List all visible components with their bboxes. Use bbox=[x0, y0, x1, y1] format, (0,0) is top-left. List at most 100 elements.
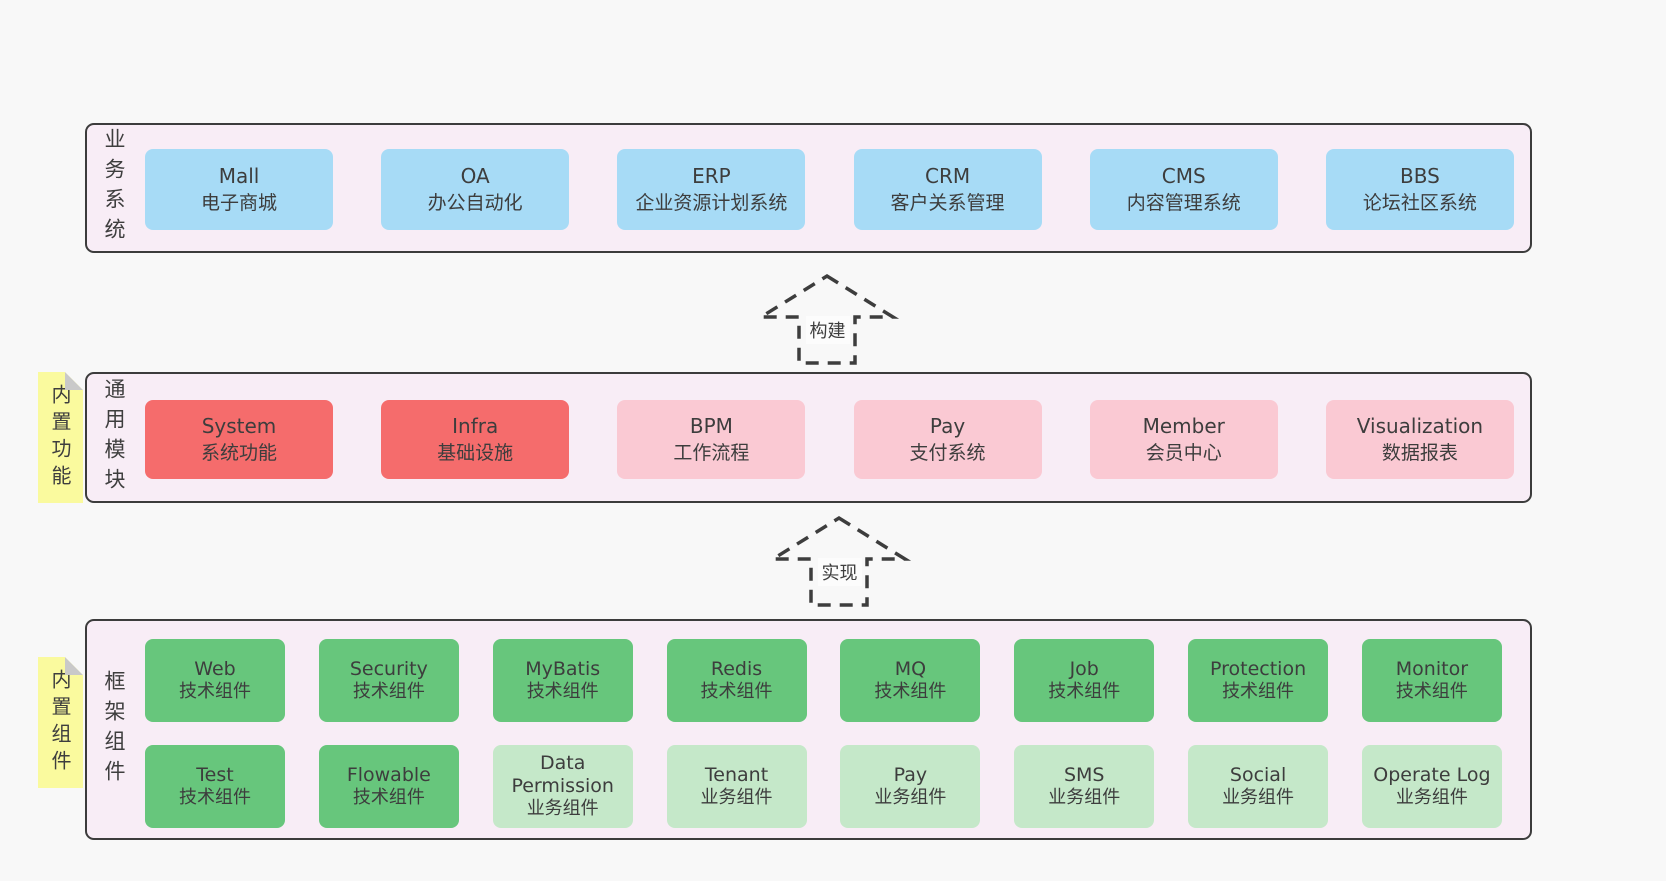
box-pay-module-title: Pay bbox=[929, 414, 966, 439]
box-test: Test 技术组件 bbox=[145, 745, 285, 828]
sticky-fold-icon bbox=[65, 372, 83, 390]
layer-common-modules-label: 通用模块 bbox=[102, 377, 126, 498]
box-cms-title: CMS bbox=[1161, 164, 1206, 189]
box-social: Social 业务组件 bbox=[1188, 745, 1329, 828]
box-job: Job 技术组件 bbox=[1014, 639, 1155, 722]
box-bbs-subtitle: 论坛社区系统 bbox=[1362, 192, 1477, 215]
box-mq: MQ 技术组件 bbox=[840, 639, 981, 722]
box-bpm-title: BPM bbox=[689, 414, 733, 439]
implement-arrow-label: 实现 bbox=[817, 558, 862, 586]
box-monitor-title: Monitor bbox=[1395, 657, 1469, 680]
box-bpm: BPM 工作流程 bbox=[617, 400, 806, 479]
box-visualization-subtitle: 数据报表 bbox=[1381, 442, 1458, 465]
box-mybatis: MyBatis 技术组件 bbox=[492, 639, 633, 722]
box-mq-title: MQ bbox=[894, 657, 927, 680]
box-security: Security 技术组件 bbox=[318, 639, 459, 722]
box-erp-title: ERP bbox=[692, 164, 731, 189]
sticky-builtin-features: 内置功能 bbox=[38, 372, 83, 503]
box-redis: Redis 技术组件 bbox=[666, 639, 807, 722]
box-pay-component-title: Pay bbox=[893, 763, 928, 786]
box-operate-log-subtitle: 业务组件 bbox=[1395, 786, 1468, 808]
box-mybatis-title: MyBatis bbox=[525, 657, 601, 680]
box-monitor: Monitor 技术组件 bbox=[1361, 639, 1502, 722]
box-pay-component-subtitle: 业务组件 bbox=[874, 786, 947, 808]
box-pay-module: Pay 支付系统 bbox=[853, 400, 1042, 479]
box-redis-subtitle: 技术组件 bbox=[700, 680, 773, 702]
box-mybatis-subtitle: 技术组件 bbox=[526, 680, 599, 702]
box-system: System 系统功能 bbox=[145, 400, 333, 479]
box-sms-title: SMS bbox=[1063, 763, 1105, 786]
box-erp: ERP 企业资源计划系统 bbox=[617, 149, 806, 230]
box-visualization-title: Visualization bbox=[1356, 414, 1484, 439]
business-systems-row: Mall 电子商城 OA 办公自动化 ERP 企业资源计划系统 CRM 客户关系… bbox=[145, 149, 1514, 230]
box-pay-module-subtitle: 支付系统 bbox=[909, 442, 986, 465]
box-redis-title: Redis bbox=[710, 657, 763, 680]
box-system-subtitle: 系统功能 bbox=[200, 442, 277, 465]
box-test-title: Test bbox=[196, 763, 234, 786]
box-job-title: Job bbox=[1069, 657, 1099, 680]
box-protection: Protection 技术组件 bbox=[1188, 639, 1329, 722]
box-tenant-title: Tenant bbox=[704, 763, 769, 786]
box-monitor-subtitle: 技术组件 bbox=[1395, 680, 1468, 702]
box-sms: SMS 业务组件 bbox=[1014, 745, 1155, 828]
box-flowable-subtitle: 技术组件 bbox=[352, 786, 425, 808]
box-social-title: Social bbox=[1229, 763, 1287, 786]
box-member-title: Member bbox=[1142, 414, 1225, 439]
layer-business-systems: 业务系统 Mall 电子商城 OA 办公自动化 ERP 企业资源计划系统 CRM… bbox=[85, 123, 1532, 253]
box-protection-subtitle: 技术组件 bbox=[1222, 680, 1295, 702]
box-protection-title: Protection bbox=[1210, 657, 1307, 680]
framework-row-2: Test 技术组件 Flowable 技术组件 Data Permission … bbox=[145, 745, 1502, 828]
box-member: Member 会员中心 bbox=[1089, 400, 1278, 479]
layer-common-modules: 通用模块 System 系统功能 Infra 基础设施 BPM 工作流程 Pay… bbox=[85, 372, 1532, 503]
box-data-permission: Data Permission 业务组件 bbox=[492, 745, 633, 828]
box-erp-subtitle: 企业资源计划系统 bbox=[635, 192, 788, 215]
layer-business-systems-label: 业务系统 bbox=[102, 128, 126, 248]
box-web: Web 技术组件 bbox=[145, 639, 285, 722]
layer-framework-components-label: 框架组件 bbox=[102, 669, 126, 790]
box-crm: CRM 客户关系管理 bbox=[853, 149, 1042, 230]
box-member-subtitle: 会员中心 bbox=[1145, 442, 1222, 465]
implement-arrow: 实现 bbox=[742, 514, 937, 609]
box-web-title: Web bbox=[194, 657, 236, 680]
box-bbs: BBS 论坛社区系统 bbox=[1325, 149, 1514, 230]
box-security-title: Security bbox=[349, 657, 428, 680]
box-infra-title: Infra bbox=[452, 414, 499, 439]
box-crm-subtitle: 客户关系管理 bbox=[890, 192, 1005, 215]
box-visualization: Visualization 数据报表 bbox=[1325, 400, 1514, 479]
box-flowable-title: Flowable bbox=[346, 763, 431, 786]
box-data-permission-subtitle: 业务组件 bbox=[526, 798, 599, 820]
box-tenant: Tenant 业务组件 bbox=[666, 745, 807, 828]
box-infra: Infra 基础设施 bbox=[381, 400, 570, 479]
box-system-title: System bbox=[201, 414, 277, 439]
framework-row-1: Web 技术组件 Security 技术组件 MyBatis 技术组件 Redi… bbox=[145, 639, 1502, 722]
box-flowable: Flowable 技术组件 bbox=[318, 745, 459, 828]
box-mall-title: Mall bbox=[218, 164, 260, 189]
sticky-builtin-features-label: 内置功能 bbox=[48, 383, 72, 492]
box-cms-subtitle: 内容管理系统 bbox=[1126, 192, 1241, 215]
box-crm-title: CRM bbox=[925, 164, 971, 189]
box-mall-subtitle: 电子商城 bbox=[200, 192, 277, 215]
build-arrow: 构建 bbox=[730, 272, 925, 367]
box-bbs-title: BBS bbox=[1400, 164, 1440, 189]
layer-framework-components: 框架组件 Web 技术组件 Security 技术组件 MyBatis 技术组件… bbox=[85, 619, 1532, 840]
box-mq-subtitle: 技术组件 bbox=[874, 680, 947, 702]
box-web-subtitle: 技术组件 bbox=[179, 680, 251, 702]
box-mall: Mall 电子商城 bbox=[145, 149, 333, 230]
box-operate-log-title: Operate Log bbox=[1373, 763, 1491, 786]
box-infra-subtitle: 基础设施 bbox=[437, 442, 514, 465]
build-arrow-label: 构建 bbox=[805, 316, 850, 344]
sticky-fold-icon bbox=[65, 657, 83, 675]
box-sms-subtitle: 业务组件 bbox=[1048, 786, 1121, 808]
box-oa-subtitle: 办公自动化 bbox=[427, 192, 523, 215]
box-social-subtitle: 业务组件 bbox=[1222, 786, 1295, 808]
box-pay-component: Pay 业务组件 bbox=[840, 745, 981, 828]
common-modules-row: System 系统功能 Infra 基础设施 BPM 工作流程 Pay 支付系统… bbox=[145, 400, 1514, 479]
box-job-subtitle: 技术组件 bbox=[1048, 680, 1121, 702]
box-tenant-subtitle: 业务组件 bbox=[700, 786, 773, 808]
sticky-builtin-components: 内置组件 bbox=[38, 657, 83, 788]
box-data-permission-title: Data Permission bbox=[511, 752, 614, 798]
box-test-subtitle: 技术组件 bbox=[179, 786, 251, 808]
box-oa: OA 办公自动化 bbox=[381, 149, 570, 230]
box-bpm-subtitle: 工作流程 bbox=[673, 442, 750, 465]
